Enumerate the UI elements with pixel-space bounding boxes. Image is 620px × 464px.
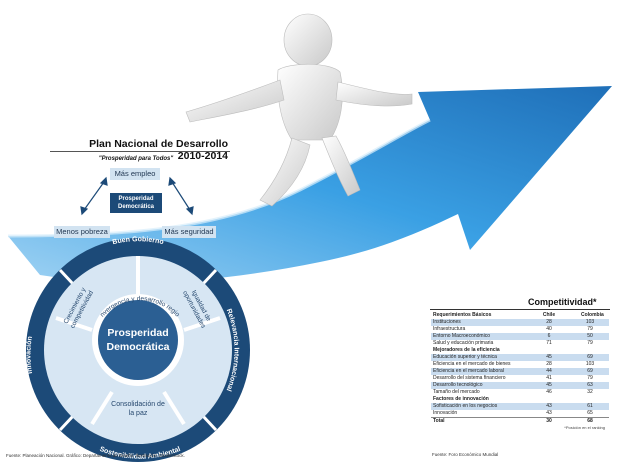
ranking-note: *Posición en el ranking (564, 425, 605, 430)
center-line1: Prosperidad (107, 327, 168, 339)
center-disk (98, 300, 178, 380)
ring-label-top: Buen Gobierno (112, 236, 164, 246)
plan-subtitle: "Prosperidad para Todos" (98, 156, 174, 162)
center-line2: Democrática (106, 341, 169, 353)
title-divider (50, 151, 230, 152)
competitividad-source: Fuente: Foro Económico Mundial (432, 452, 499, 457)
competitividad-table: Requerimientos Básicos Chile Colombia In… (431, 312, 609, 431)
triangle-center-line1: Prosperidad (118, 196, 154, 202)
box-menos-pobreza: Menos pobreza (54, 226, 110, 238)
section-header-row: Factores de innovación (433, 396, 489, 402)
table-header-row: Requerimientos Básicos Chile Colombia (431, 312, 609, 319)
col-chile-header: Chile (542, 312, 556, 318)
plan-title: Plan Nacional de Desarrollo 2010-2014 (89, 138, 228, 162)
triangle-center-line2: Democrática (117, 204, 155, 210)
competitividad-divider (430, 309, 610, 310)
rising-arrow (8, 86, 612, 283)
col-colombia-header: Colombia (581, 312, 604, 318)
segment-consolidacion: Consolidación de la paz (111, 401, 165, 417)
box-prosperidad-democratica: Prosperidad Democrática (110, 193, 162, 213)
section-header-row: Mejoradores de la eficiencia (433, 347, 500, 353)
ring-label-left: Innovación (25, 336, 34, 375)
box-mas-empleo: Más empleo (110, 168, 160, 180)
section-header: Requerimientos Básicos (433, 312, 492, 318)
plan-source: Fuente: Planeación Nacional. Gráfico: De… (6, 453, 185, 458)
competitividad-title: Competitividad* (528, 297, 597, 307)
figure-character (185, 13, 413, 207)
triangle-arrows (80, 176, 194, 216)
box-mas-seguridad: Más seguridad (162, 226, 216, 238)
